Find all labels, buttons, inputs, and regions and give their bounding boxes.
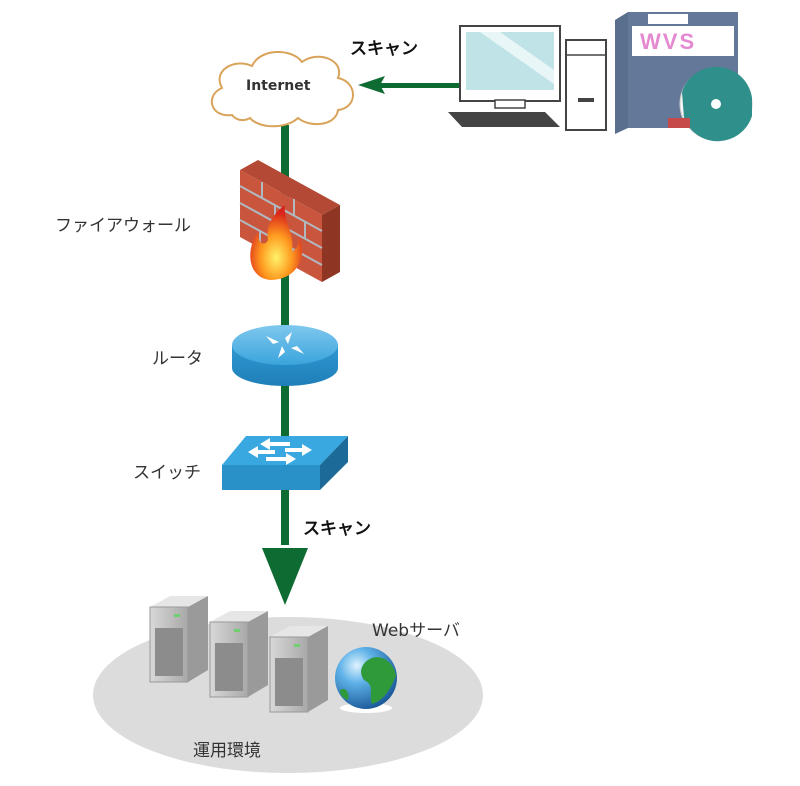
webserver-label: Webサーバ (372, 621, 460, 641)
workstation-icon (448, 25, 607, 131)
firewall-icon (239, 160, 340, 282)
firewall-label: ファイアウォール (55, 216, 191, 236)
scan-arrow-left-icon (358, 76, 385, 94)
switch-label: スイッチ (133, 463, 201, 483)
scan-label-top: スキャン (350, 39, 418, 59)
cd-disc-icon (668, 66, 753, 142)
scan-label-bottom: スキャン (303, 519, 371, 539)
router-icon (232, 325, 338, 386)
server-rack-icon (149, 596, 208, 683)
server-rack-icon (209, 611, 268, 698)
internet-label: Internet (246, 78, 311, 94)
internet-cloud-icon (210, 50, 354, 128)
globe-icon (335, 647, 397, 713)
product-name: WVS (640, 29, 697, 54)
scan-arrow-down-icon (262, 548, 308, 605)
environment-label: 運用環境 (193, 741, 261, 761)
router-label: ルータ (152, 349, 203, 369)
server-rack-icon (269, 626, 328, 713)
switch-icon (222, 436, 348, 490)
scan-link-line (372, 83, 464, 88)
